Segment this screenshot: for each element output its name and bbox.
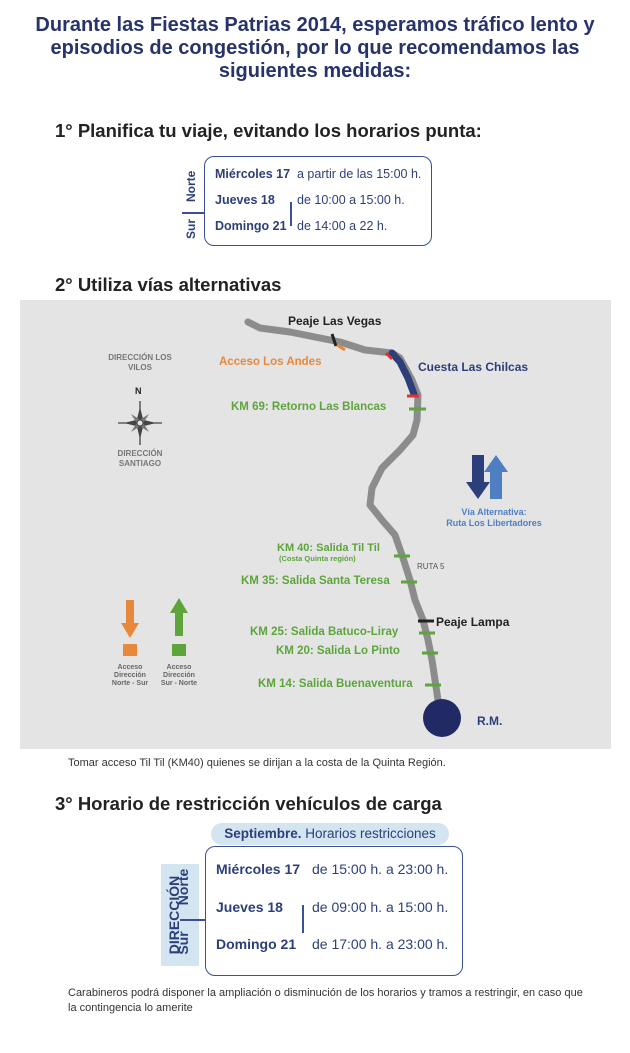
step3-tick	[302, 905, 304, 933]
schedule-time: de 09:00 h. a 15:00 h.	[312, 899, 449, 915]
schedule-day: Miércoles 17	[216, 861, 301, 877]
step1-schedule-table: Miércoles 17 a partir de las 15:00 h. Ju…	[204, 156, 432, 246]
schedule-day: Miércoles 17	[215, 167, 291, 181]
schedule-time: de 10:00 a 15:00 h.	[297, 193, 405, 207]
step1-title: 1° Planifica tu viaje, evitando los hora…	[55, 120, 482, 141]
road-cuesta-chilcas	[388, 349, 418, 398]
step1-tick	[290, 202, 292, 226]
peaje-vegas-marker	[330, 333, 338, 347]
schedule-day: Jueves 18	[215, 193, 275, 207]
ruta5-label: RUTA 5	[417, 562, 445, 571]
rm-label: R.M.	[477, 714, 503, 728]
legend-sn-label: Acceso Dirección Sur - Norte	[160, 664, 198, 687]
step3-direction-box	[161, 864, 199, 966]
route-map: Peaje Las Vegas Acceso Los Andes Cuesta …	[20, 300, 611, 749]
km20-label: KM 20: Salida Lo Pinto	[276, 645, 400, 657]
km69-label: KM 69: Retorno Las Blancas	[231, 401, 387, 413]
via-alternativa-label: Vía Alternativa:	[461, 507, 527, 517]
step3-note: Carabineros podrá disponer la ampliación…	[68, 987, 583, 1014]
step3-header-month: Septiembre.	[224, 826, 302, 841]
step3-title: 3° Horario de restricción vehículos de c…	[55, 793, 442, 814]
peaje-las-vegas-label: Peaje Las Vegas	[288, 314, 382, 328]
step2-note: Tomar acceso Til Til (KM40) quienes se d…	[68, 757, 446, 769]
chilcas-start-marker	[384, 351, 394, 361]
km25-label: KM 25: Salida Batuco-Liray	[250, 626, 399, 638]
km35-label: KM 35: Salida Santa Teresa	[241, 575, 390, 587]
schedule-time: de 14:00 a 22 h.	[297, 219, 388, 233]
step3-header-pill: Septiembre. Horarios restricciones	[211, 823, 449, 845]
rm-circle	[423, 699, 461, 737]
dir-santiago-label: DIRECCIÓN SANTIAGO	[117, 449, 163, 468]
step1-dir-north: Norte	[184, 170, 198, 202]
route-map-graphic	[118, 318, 508, 737]
legend-arrow-up-icon	[170, 598, 188, 656]
step1-dir-south: Sur	[184, 219, 198, 240]
acceso-los-andes-label: Acceso Los Andes	[219, 356, 322, 368]
headline: Durante las Fiestas Patrias 2014, espera…	[35, 14, 595, 82]
acceso-andes-marker	[336, 343, 346, 352]
peaje-lampa-label: Peaje Lampa	[436, 615, 510, 629]
schedule-time: a partir de las 15:00 h.	[297, 167, 422, 181]
schedule-day: Jueves 18	[216, 899, 283, 915]
alt-route-arrows-icon	[466, 455, 508, 499]
schedule-day: Domingo 21	[216, 936, 297, 952]
schedule-day: Domingo 21	[215, 219, 287, 233]
step2-title: 2° Utiliza vías alternativas	[55, 274, 282, 295]
km40-sublabel: (Costa Quinta región)	[279, 554, 356, 563]
legend-ns-label: Acceso Dirección Norte - Sur	[111, 664, 149, 687]
compass-north-label: N	[135, 386, 142, 396]
km40-label: KM 40: Salida Til Til	[277, 542, 380, 554]
via-alternativa-name: Ruta Los Libertadores	[446, 518, 542, 528]
compass-icon	[118, 401, 162, 445]
schedule-time: de 17:00 h. a 23:00 h.	[312, 936, 449, 952]
dir-vilos-label: DIRECCIÓN LOS VILOS	[108, 353, 172, 372]
cuesta-chilcas-label: Cuesta Las Chilcas	[418, 360, 529, 374]
legend-arrow-down-icon	[121, 600, 139, 656]
step3-dir-north: Norte	[175, 868, 191, 906]
km14-label: KM 14: Salida Buenaventura	[258, 678, 413, 690]
schedule-time: de 15:00 h. a 23:00 h.	[312, 861, 449, 877]
step3-schedule-table: Miércoles 17 de 15:00 h. a 23:00 h. Juev…	[205, 846, 463, 976]
step3-header-text: Horarios restricciones	[301, 826, 436, 841]
step3-dir-south: Sur	[175, 931, 191, 955]
